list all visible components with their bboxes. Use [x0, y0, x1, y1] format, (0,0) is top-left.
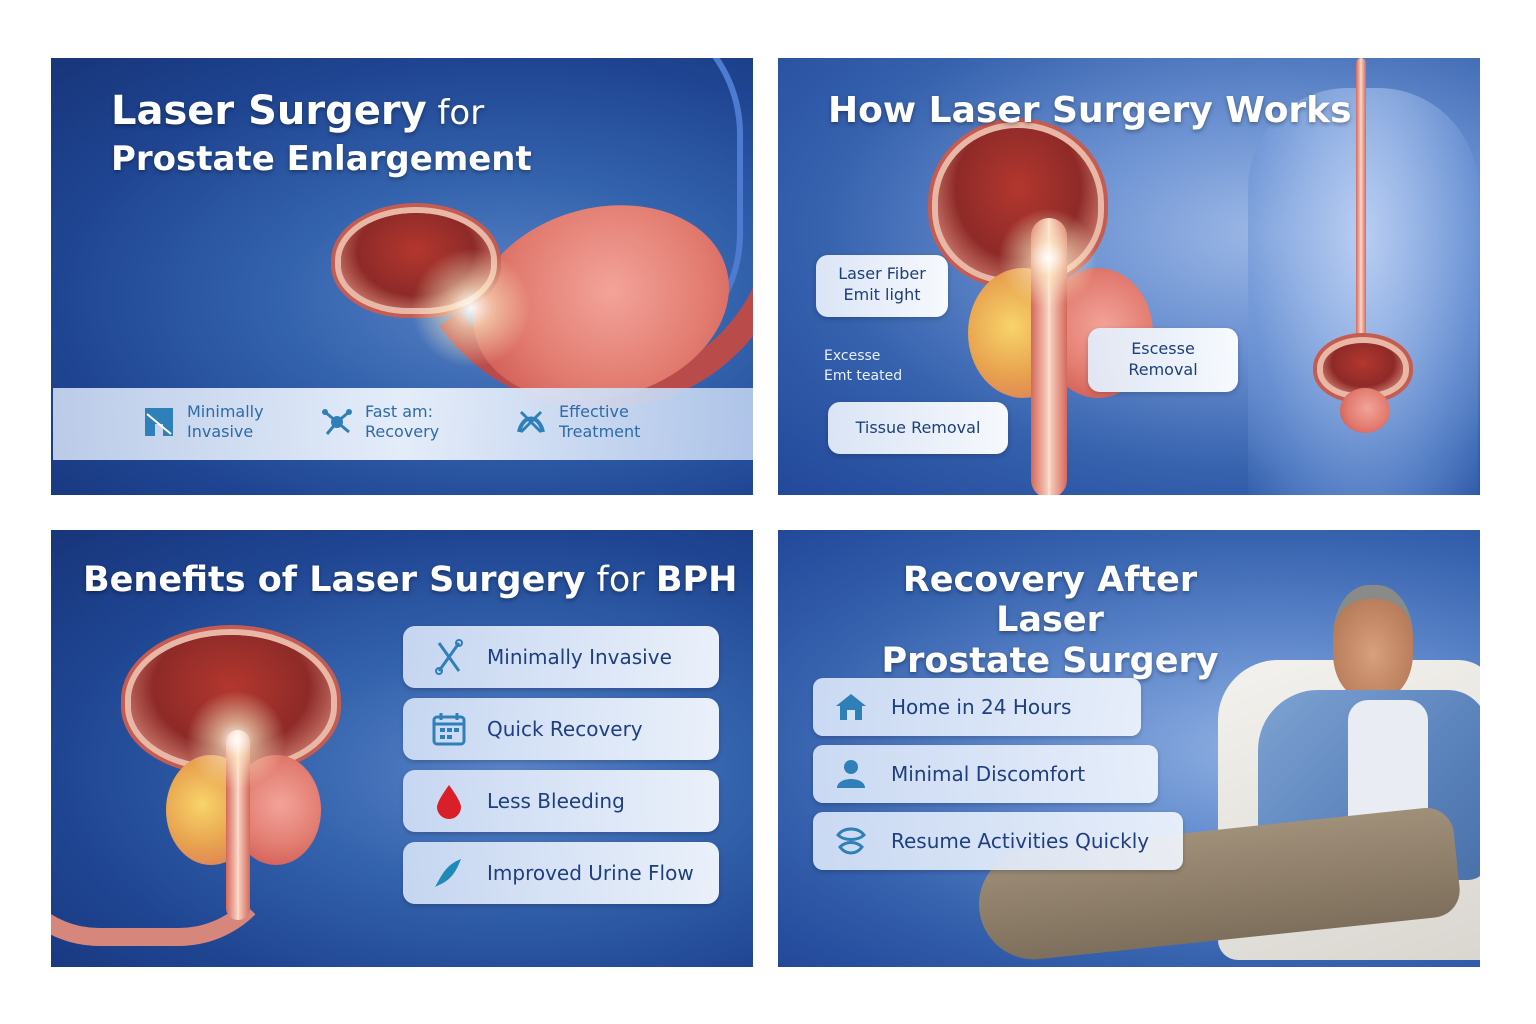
flow-icon [427, 855, 471, 891]
laser-glow [411, 248, 531, 368]
laser-glow [998, 208, 1098, 308]
panel-title: Laser Surgery for Prostate Enlargement [111, 88, 532, 179]
surgical-tools-icon [427, 639, 471, 675]
home-icon [831, 692, 871, 722]
man-head [1333, 585, 1413, 699]
comfort-icon [831, 758, 871, 790]
panel-laser-surgery-intro: Laser Surgery for Prostate Enlargement M… [51, 58, 753, 495]
feature-fast-recovery: Fast am:Recovery [319, 402, 439, 442]
laser-glow [186, 690, 286, 790]
benefit-quick-recovery: Quick Recovery [403, 698, 719, 760]
recovery-home-24-hours: Home in 24 Hours [813, 678, 1141, 736]
molecule-icon [319, 404, 355, 440]
activity-icon [831, 825, 871, 857]
man-relaxing-illustration [973, 580, 1480, 965]
blood-drop-icon [427, 783, 471, 819]
calendar-icon [427, 711, 471, 747]
panel-benefits: Benefits of Laser Surgery for BPH Minima… [51, 530, 753, 967]
benefit-minimally-invasive: Minimally Invasive [403, 626, 719, 688]
panel-title: Benefits of Laser Surgery for BPH [83, 560, 738, 600]
panel-title: How Laser Surgery Works [828, 90, 1352, 131]
recovery-resume-activities: Resume Activities Quickly [813, 812, 1183, 870]
torso-prostate [1340, 388, 1390, 433]
callout-tissue-removal: Tissue Removal [828, 402, 1008, 454]
torso-urinary-tract [1356, 58, 1366, 358]
torso-bladder [1323, 343, 1403, 393]
recovery-minimal-discomfort: Minimal Discomfort [813, 745, 1158, 803]
anatomy-icon [141, 404, 177, 440]
treatment-icon [513, 404, 549, 440]
benefit-less-bleeding: Less Bleeding [403, 770, 719, 832]
benefit-improved-urine-flow: Improved Urine Flow [403, 842, 719, 904]
